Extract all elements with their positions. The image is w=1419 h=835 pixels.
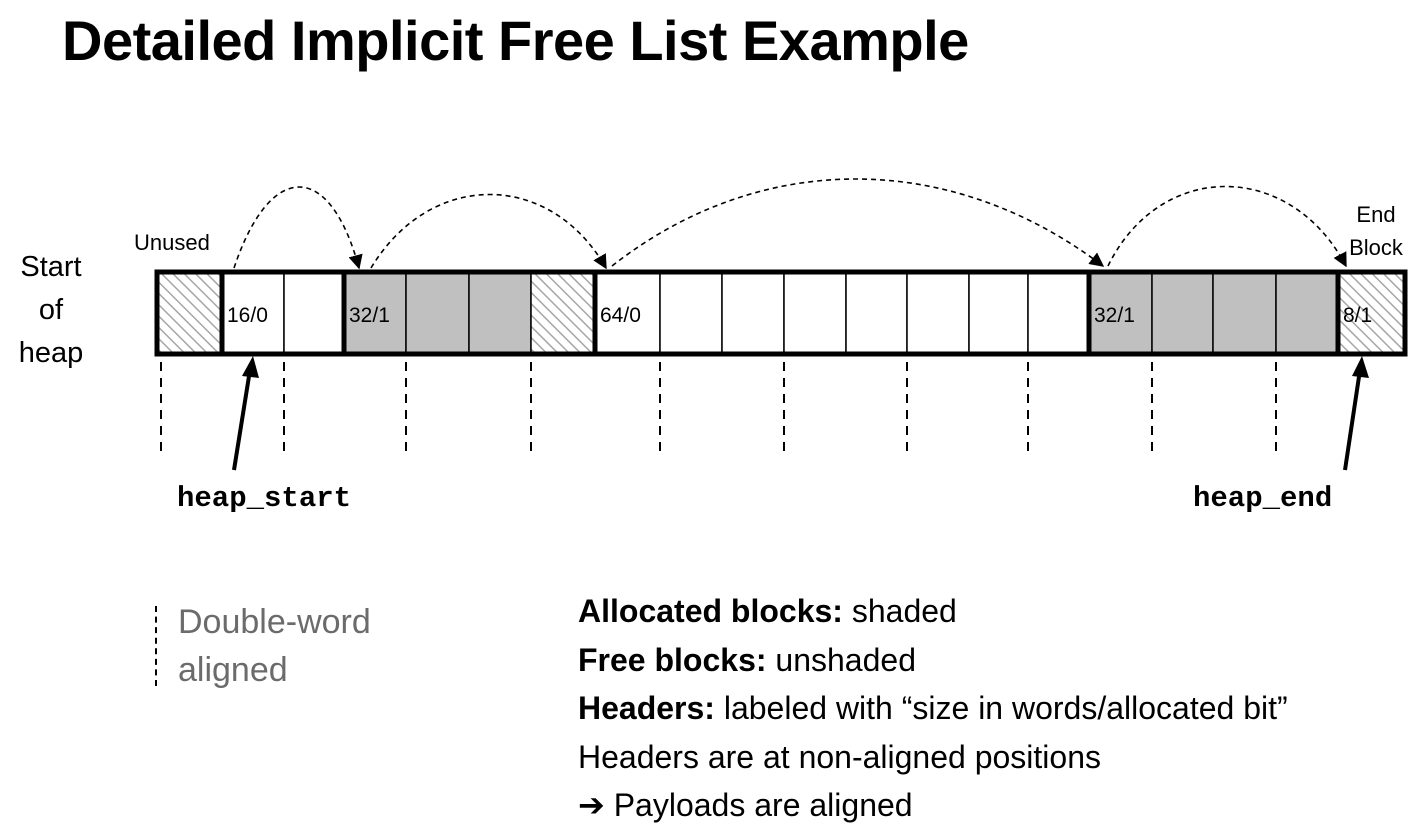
heap-word-header (1088, 271, 1153, 355)
header-label: 8/1 (1343, 304, 1372, 327)
heap-end-pointer (1343, 369, 1362, 471)
header-label: 32/1 (1094, 304, 1135, 327)
heap-word-unused (156, 271, 223, 355)
heap-word-payload (1275, 271, 1339, 355)
block-borders (154, 269, 1408, 357)
right-arrow-icon: ➔ (578, 787, 605, 823)
unused-label: Unused (134, 230, 210, 255)
next-block-arc (233, 186, 363, 270)
heap-end-label: heap_end (1193, 482, 1333, 515)
heap-word-payload (783, 271, 847, 355)
header-label: 32/1 (349, 304, 390, 327)
arrowhead-icon (242, 356, 259, 378)
start-of-heap-label: Start of heap (18, 251, 84, 369)
heap-outline (154, 269, 1408, 357)
arrowhead-icon (1352, 356, 1369, 378)
alignment-lines (160, 362, 1277, 452)
heap-cells (156, 271, 1406, 355)
heap-word-payload (659, 271, 723, 355)
note-line: Allocated blocks: shaded (578, 593, 957, 629)
dashed-line-icon (155, 606, 157, 686)
end-block-label: End Block (1349, 202, 1403, 260)
heap-word-payload (845, 271, 908, 355)
heap-word-payload (968, 271, 1029, 355)
legend-line: Double-word (178, 603, 371, 641)
heap-word-payload (1151, 271, 1214, 355)
legend-line: aligned (178, 651, 288, 689)
page-title: Detailed Implicit Free List Example (62, 9, 969, 72)
heap-start-pointer (232, 369, 252, 471)
next-block-arc (370, 193, 607, 270)
header-label: 64/0 (600, 304, 641, 327)
heap-word-payload (906, 271, 970, 355)
next-block-arc (611, 178, 1105, 267)
header-label: 16/0 (227, 304, 268, 327)
heap-word-payload (283, 271, 345, 355)
heap-diagram: 16/0 32/1 64/0 32/1 8/1 (154, 178, 1408, 471)
heap-word-padding (530, 271, 596, 355)
heap-word-payload (1212, 271, 1277, 355)
header-labels: 16/0 32/1 64/0 32/1 8/1 (227, 304, 1372, 327)
heap-word-header (1337, 271, 1406, 355)
heap-start-label: heap_start (177, 482, 352, 515)
note-line: ➔ Payloads are aligned (578, 787, 913, 823)
notes: Allocated blocks: shaded Free blocks: un… (578, 587, 1288, 830)
next-block-arc (1107, 185, 1347, 268)
next-block-arcs (233, 178, 1347, 270)
heap-word-payload (405, 271, 470, 355)
pointer-arrows (232, 356, 1369, 471)
heap-word-payload (721, 271, 785, 355)
note-line: Headers are at non-aligned positions (578, 738, 1101, 775)
heap-word-payload (1027, 271, 1090, 355)
heap-word-payload (468, 271, 532, 355)
note-line: Free blocks: unshaded (578, 641, 916, 678)
heap-word-header (594, 271, 661, 355)
note-line: Headers: labeled with “size in words/all… (578, 690, 1288, 726)
